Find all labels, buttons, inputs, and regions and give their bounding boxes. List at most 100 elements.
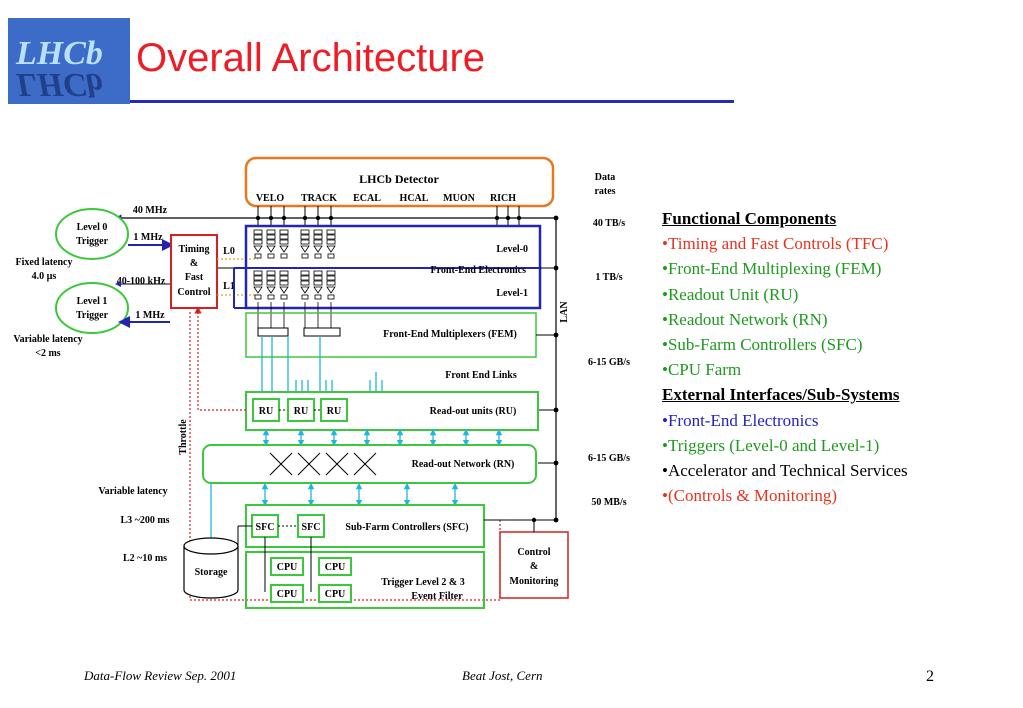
pipeline-buffer bbox=[279, 286, 289, 294]
level0-label-2: Trigger bbox=[76, 236, 109, 247]
subdetector-muon: MUON bbox=[443, 193, 475, 204]
pipeline-cell bbox=[313, 270, 323, 276]
pipeline-cell bbox=[313, 275, 323, 281]
ru-unit-label: RU bbox=[327, 406, 341, 417]
cpu-unit bbox=[318, 557, 352, 576]
rate-40-100khz: 40-100 kHz bbox=[117, 276, 166, 287]
functional-item: •Timing and Fast Controls (TFC) bbox=[662, 234, 889, 254]
rn-sfc-connections bbox=[261, 482, 459, 507]
pipeline-cell bbox=[266, 234, 276, 240]
functional-list: •Timing and Fast Controls (TFC) •Front-En… bbox=[662, 231, 992, 382]
functional-item: •Front-End Multiplexing (FEM) bbox=[662, 259, 882, 279]
functional-item: •Readout Unit (RU) bbox=[662, 284, 799, 304]
level0-trigger-node bbox=[55, 208, 129, 260]
latency-variable: Variable latency bbox=[98, 486, 167, 497]
variable-latency-2: <2 ms bbox=[35, 348, 61, 359]
pipeline-output bbox=[301, 253, 309, 259]
subdetector-track: TRACK bbox=[301, 193, 337, 204]
pipeline-buffer bbox=[279, 245, 289, 253]
control-monitoring-box bbox=[499, 531, 569, 599]
pipeline-cell bbox=[313, 234, 323, 240]
lhcb-logo: LHCb LHCb bbox=[8, 18, 130, 104]
front-end-pipelines bbox=[253, 229, 336, 328]
pipeline-output bbox=[280, 253, 288, 259]
level0-label-1: Level 0 bbox=[77, 222, 108, 233]
cpu-label-1: Trigger Level 2 & 3 bbox=[381, 577, 465, 588]
pipeline-cell bbox=[279, 275, 289, 281]
throttle-label: Throttle bbox=[178, 419, 189, 455]
right-panel: Functional Components •Timing and Fast C… bbox=[662, 206, 992, 508]
pipeline-cell bbox=[279, 234, 289, 240]
rate-frontend: 1 TB/s bbox=[595, 272, 622, 283]
pipeline-cell bbox=[279, 239, 289, 245]
control-label-1: Control bbox=[517, 547, 550, 558]
cpu-label-2: Event Filter bbox=[411, 591, 463, 602]
cpu-unit-label: CPU bbox=[325, 562, 346, 573]
pipeline-cell bbox=[266, 280, 276, 286]
pipeline-cell bbox=[253, 229, 263, 235]
cpu-farm-box bbox=[245, 551, 485, 609]
pipeline-buffer bbox=[266, 286, 276, 294]
rate-1mhz-top: 1 MHz bbox=[133, 232, 163, 243]
tfc-label-1: Timing bbox=[179, 244, 210, 255]
tfc-box bbox=[170, 234, 218, 309]
data-rates-title-2: rates bbox=[594, 186, 615, 197]
pipeline-cell bbox=[253, 234, 263, 240]
pipeline-cell bbox=[326, 234, 336, 240]
cpu-unit bbox=[318, 584, 352, 603]
page-number: 2 bbox=[926, 668, 934, 685]
external-item: •Front-End Electronics bbox=[662, 410, 819, 430]
readout-network-label: Read-out Network (RN) bbox=[412, 459, 515, 470]
pipeline-buffer bbox=[300, 245, 310, 253]
pipeline-output bbox=[280, 294, 288, 300]
footer-center: Beat Jost, Cern bbox=[462, 668, 543, 683]
external-heading: External Interfaces/Sub-Systems bbox=[662, 385, 900, 405]
pipeline-cell bbox=[326, 280, 336, 286]
fem-mux-2 bbox=[303, 327, 341, 337]
sfc-label: Sub-Farm Controllers (SFC) bbox=[345, 522, 468, 533]
storage-label: Storage bbox=[195, 567, 228, 578]
rate-1mhz-bottom: 1 MHz bbox=[135, 310, 165, 321]
rate-storage: 50 MB/s bbox=[591, 497, 626, 508]
cpu-unit-label: CPU bbox=[277, 562, 298, 573]
cpu-unit bbox=[270, 584, 304, 603]
pipeline-buffer bbox=[253, 286, 263, 294]
pipeline-output bbox=[327, 253, 335, 259]
pipeline-cell bbox=[279, 229, 289, 235]
pipeline-output bbox=[314, 294, 322, 300]
front-end-links-label: Front End Links bbox=[445, 370, 517, 381]
external-item: •Accelerator and Technical Services bbox=[662, 461, 908, 481]
footer-left: Data-Flow Review Sep. 2001 bbox=[84, 668, 237, 683]
external-list: •Front-End Electronics•Triggers (Level-0… bbox=[662, 408, 992, 509]
pipeline-cell bbox=[313, 239, 323, 245]
pipeline-output bbox=[254, 253, 262, 259]
subdetector-rich: RICH bbox=[490, 193, 516, 204]
pipeline-cell bbox=[253, 239, 263, 245]
functional-item: •CPU Farm bbox=[662, 360, 742, 380]
level1-trigger-node bbox=[55, 282, 129, 334]
pipeline-output bbox=[314, 253, 322, 259]
pipeline-cell bbox=[300, 229, 310, 235]
front-end-links bbox=[261, 336, 383, 392]
tfc-label-4: Control bbox=[177, 287, 210, 298]
fem-mux-1 bbox=[257, 327, 289, 337]
bus-junctions bbox=[255, 215, 522, 221]
functional-item: •Readout Network (RN) bbox=[662, 309, 828, 329]
pipeline-cell bbox=[313, 280, 323, 286]
latency-l3: L3 ~200 ms bbox=[120, 515, 169, 526]
network-switches bbox=[269, 452, 377, 476]
ru-unit-label: RU bbox=[294, 406, 308, 417]
fe-electronics-label: Front-End Electronics bbox=[431, 265, 527, 276]
rate-links: 6-15 GB/s bbox=[588, 357, 630, 368]
readout-units-box bbox=[245, 391, 539, 431]
readout-network-box bbox=[202, 444, 537, 484]
pipeline-buffer bbox=[266, 245, 276, 253]
fixed-latency-1: Fixed latency bbox=[16, 257, 73, 268]
level1-label-1: Level 1 bbox=[77, 296, 108, 307]
pipeline-cell bbox=[326, 239, 336, 245]
architecture-diagram: LHCb Detector VELO TRACK ECAL HCAL MUON … bbox=[13, 156, 630, 609]
pipeline-cell bbox=[313, 229, 323, 235]
pipeline-cell bbox=[326, 270, 336, 276]
detector-title: LHCb Detector bbox=[359, 172, 439, 186]
